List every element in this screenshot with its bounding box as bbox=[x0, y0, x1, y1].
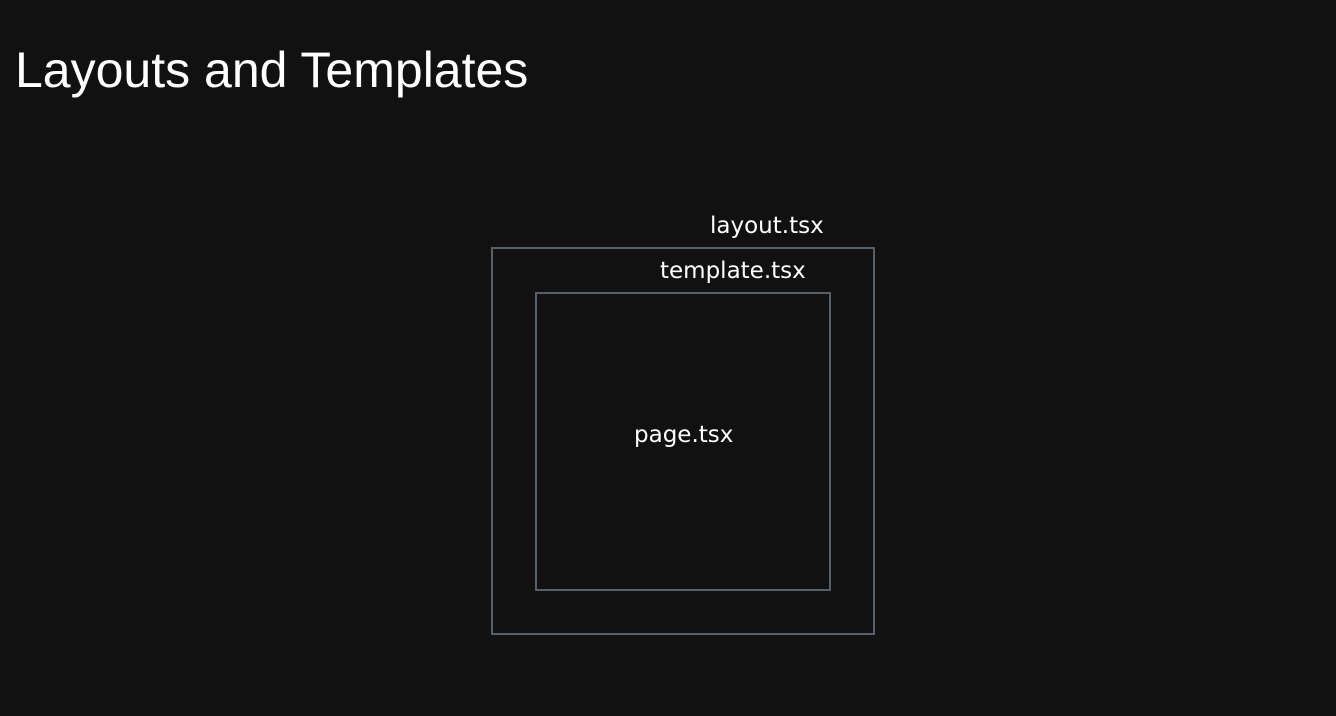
template-label: template.tsx bbox=[660, 258, 806, 284]
template-box bbox=[535, 292, 831, 591]
slide-title: Layouts and Templates bbox=[15, 42, 529, 98]
layout-box bbox=[491, 247, 875, 635]
layout-label: layout.tsx bbox=[710, 213, 824, 239]
page-label: page.tsx bbox=[634, 422, 734, 448]
